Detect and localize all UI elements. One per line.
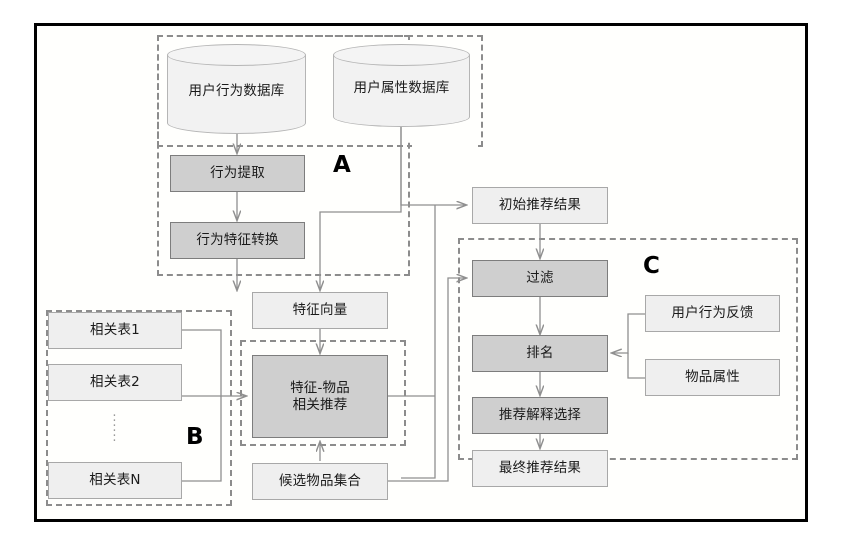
db-user-attribute-top	[333, 44, 470, 66]
node-behavior-feature-transform[interactable]: 行为特征转换	[170, 222, 305, 259]
db-user-attribute-body	[333, 55, 470, 127]
db-user-attribute-label: 用户属性数据库	[353, 79, 450, 96]
db-user-attribute: 用户属性数据库	[333, 44, 470, 127]
node-ranking[interactable]: 排名	[472, 335, 608, 372]
node-relation-table-2[interactable]: 相关表2	[48, 364, 182, 401]
node-feature-vector[interactable]: 特征向量	[252, 292, 388, 329]
node-feature-item-recommend[interactable]: 特征-物品 相关推荐	[252, 355, 388, 438]
node-initial-recommend-result[interactable]: 初始推荐结果	[472, 187, 608, 224]
node-final-recommend-result[interactable]: 最终推荐结果	[472, 450, 608, 487]
group-a-label: A	[333, 152, 351, 178]
node-recommend-explanation-select[interactable]: 推荐解释选择	[472, 397, 608, 434]
db-user-behavior-top	[167, 44, 306, 66]
group-b-label: B	[186, 424, 204, 450]
node-feature-item-recommend-line2: 相关推荐	[292, 396, 348, 413]
group-b-box	[46, 310, 232, 506]
db-user-behavior-label: 用户行为数据库	[188, 83, 285, 99]
group-a-seam-mask-horizontal	[412, 141, 478, 150]
node-relation-table-1[interactable]: 相关表1	[48, 312, 182, 349]
group-c-label: C	[643, 253, 660, 279]
node-feature-item-recommend-line1: 特征-物品	[290, 380, 350, 397]
node-relation-table-n[interactable]: 相关表N	[48, 462, 182, 499]
relation-table-ellipsis: ······	[112, 409, 118, 449]
db-user-behavior-body	[167, 55, 306, 134]
node-user-behavior-feedback[interactable]: 用户行为反馈	[645, 295, 780, 332]
node-candidate-item-set[interactable]: 候选物品集合	[252, 463, 388, 500]
node-filter[interactable]: 过滤	[472, 260, 608, 297]
node-behavior-extraction[interactable]: 行为提取	[170, 155, 305, 192]
node-item-attribute[interactable]: 物品属性	[645, 359, 780, 396]
db-user-behavior: 用户行为数据库	[167, 44, 306, 134]
